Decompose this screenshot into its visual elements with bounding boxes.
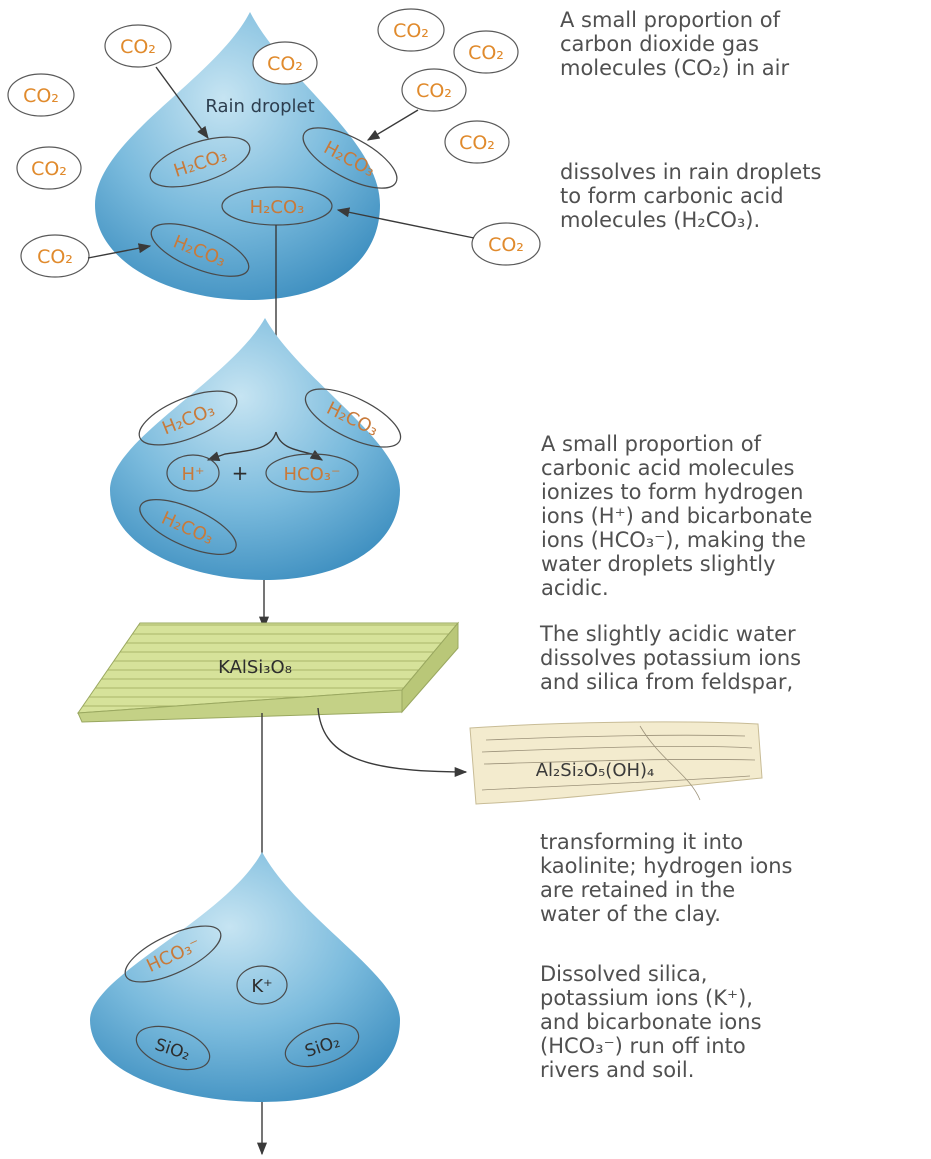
co2-label: CO₂ <box>31 158 67 180</box>
co2-label: CO₂ <box>459 132 495 154</box>
co2-molecule: CO₂ <box>8 74 74 116</box>
caption-runoff: Dissolved silica, potassium ions (K⁺), a… <box>540 962 925 1082</box>
hco3-label: HCO₃⁻ <box>284 464 341 485</box>
caption-kaolinite-transform: transforming it into kaolinite; hydrogen… <box>540 830 925 926</box>
co2-label: CO₂ <box>120 36 156 58</box>
kaolinite-arrow <box>318 708 466 772</box>
h2co3-label: H₂CO₃ <box>250 197 305 218</box>
rain-droplet-label: Rain droplet <box>205 96 314 117</box>
feldspar-label: KAlSi₃O₈ <box>218 657 292 678</box>
co2-label: CO₂ <box>488 234 524 256</box>
co2-dissolve-arrow <box>368 110 418 140</box>
co2-molecule: CO₂ <box>402 69 466 111</box>
caption-ionizes: A small proportion of carbonic acid mole… <box>541 432 926 600</box>
plus-sign: + <box>232 461 249 485</box>
kaolinite-label: Al₂Si₂O₅(OH)₄ <box>536 760 655 781</box>
co2-molecule: CO₂ <box>454 31 518 73</box>
co2-molecule: CO₂ <box>378 9 444 51</box>
co2-molecule: CO₂ <box>17 147 81 189</box>
co2-label: CO₂ <box>37 246 73 268</box>
co2-molecule: CO₂ <box>253 42 317 84</box>
co2-label: CO₂ <box>393 20 429 42</box>
co2-molecule: CO₂ <box>105 25 171 67</box>
caption-co2-in-air: A small proportion of carbon dioxide gas… <box>560 8 920 80</box>
co2-molecule: CO₂ <box>445 121 509 163</box>
co2-molecule: CO₂ <box>472 223 540 265</box>
co2-label: CO₂ <box>468 42 504 64</box>
runoff-droplet <box>90 852 400 1102</box>
k-plus-label: K⁺ <box>251 976 272 997</box>
caption-dissolves: dissolves in rain droplets to form carbo… <box>560 160 920 232</box>
h-plus-label: H⁺ <box>181 464 204 485</box>
co2-label: CO₂ <box>23 85 59 107</box>
co2-label: CO₂ <box>416 80 452 102</box>
co2-label: CO₂ <box>267 53 303 75</box>
caption-feldspar-dissolve: The slightly acidic water dissolves pota… <box>540 622 925 694</box>
co2-molecule: CO₂ <box>21 235 89 277</box>
